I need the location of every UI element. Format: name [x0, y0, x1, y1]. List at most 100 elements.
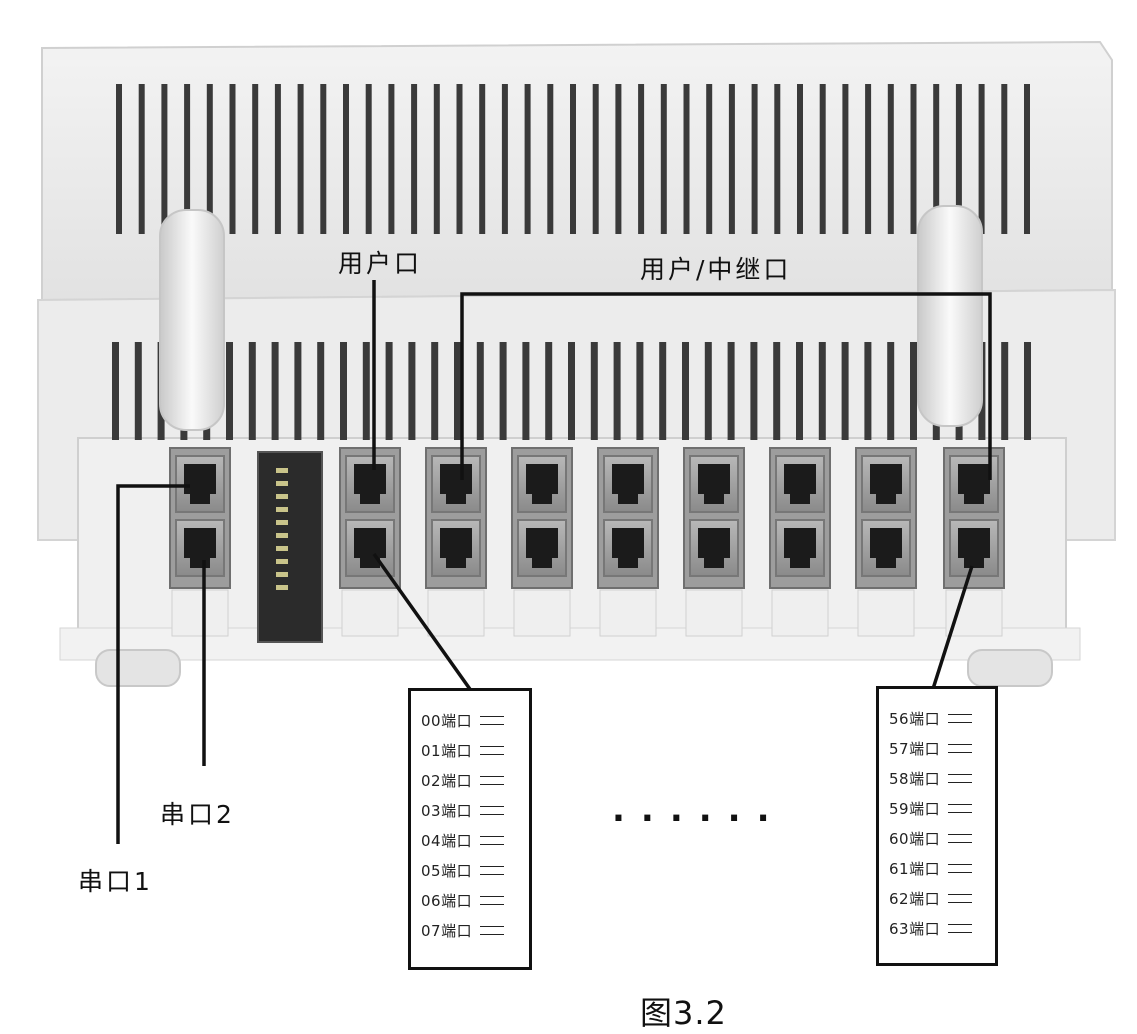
vent-slot — [842, 84, 849, 234]
dip-switch — [276, 546, 288, 551]
connector-symbol — [480, 895, 505, 905]
vent-slot — [317, 342, 325, 440]
port-name: 06端口 — [421, 891, 473, 910]
connector-symbol — [948, 893, 973, 903]
vent-slot — [226, 342, 233, 440]
port-name: 05端口 — [421, 861, 473, 880]
port-list-left-callout — [372, 552, 474, 694]
connector-symbol — [948, 773, 973, 783]
vent-slot — [727, 342, 735, 440]
vent-slot — [1001, 84, 1008, 234]
dip-switch — [276, 507, 288, 512]
vent-slot — [615, 84, 622, 234]
vent-slot — [161, 84, 168, 234]
vent-slot — [297, 84, 304, 234]
vent-slot — [636, 342, 644, 440]
rj45-socket — [612, 528, 644, 568]
port-list-item: 04端口 — [411, 825, 529, 855]
rj45-port-group — [683, 447, 745, 637]
vent-slot — [887, 342, 895, 440]
connector-symbol — [480, 775, 505, 785]
dip-switch — [276, 533, 288, 538]
vent-slot — [206, 84, 213, 234]
dip-switch — [276, 481, 288, 486]
rj45-socket — [526, 464, 558, 504]
rj45-socket — [958, 528, 990, 568]
port-name: 03端口 — [421, 801, 473, 820]
lower-vent-slots — [112, 342, 1031, 440]
ellipsis-dots: ...... — [612, 790, 786, 830]
connector-symbol — [480, 925, 505, 935]
port-name: 58端口 — [889, 769, 941, 788]
vent-slot — [248, 342, 256, 440]
port-list-item: 59端口 — [879, 793, 995, 823]
port-list-right-callout — [930, 565, 974, 693]
vent-slot — [978, 84, 985, 234]
port-list-item: 56端口 — [879, 703, 995, 733]
rj45-port-group — [943, 447, 1005, 637]
vent-slot — [229, 84, 236, 234]
vent-slot — [340, 342, 347, 440]
port-list-item: 63端口 — [879, 913, 995, 943]
vent-slot — [184, 84, 191, 234]
connector-symbol — [948, 803, 973, 813]
rj45-port-group — [425, 447, 487, 637]
port-list-item: 60端口 — [879, 823, 995, 853]
port-list-item: 62端口 — [879, 883, 995, 913]
vent-slot — [134, 342, 142, 440]
port-rib — [857, 589, 915, 637]
connector-symbol — [948, 923, 973, 933]
port-name: 01端口 — [421, 741, 473, 760]
vent-slot — [294, 342, 302, 440]
port-rib — [513, 589, 571, 637]
vent-slot — [728, 84, 735, 234]
vent-slot — [320, 84, 327, 234]
figure-caption: 图3.2 — [640, 994, 727, 1032]
rj45-port-group — [511, 447, 573, 637]
vent-slot — [910, 342, 917, 440]
vent-slot — [388, 84, 395, 234]
port-name: 56端口 — [889, 709, 941, 728]
vent-slot — [841, 342, 849, 440]
vent-slot — [751, 84, 758, 234]
vent-slot — [431, 342, 439, 440]
vent-slot — [750, 342, 758, 440]
rj45-socket — [184, 464, 216, 504]
rj45-port-group — [597, 447, 659, 637]
port-rib — [427, 589, 485, 637]
vent-slot — [524, 84, 531, 234]
vent-slot — [638, 84, 645, 234]
vent-slot — [499, 342, 507, 440]
serial-port-1-label: 串口1 — [78, 867, 153, 896]
vent-slot — [362, 342, 370, 440]
vent-slot — [592, 84, 599, 234]
port-rib — [599, 589, 657, 637]
port-name: 04端口 — [421, 831, 473, 850]
vent-slot — [252, 84, 259, 234]
rj45-socket — [784, 528, 816, 568]
vent-slot — [818, 342, 826, 440]
rj45-socket — [698, 464, 730, 504]
dip-switch-block — [257, 451, 323, 643]
vent-slot — [590, 342, 598, 440]
vent-slot — [116, 84, 122, 234]
vent-slot — [456, 84, 463, 234]
vent-slot — [408, 342, 416, 440]
rj45-socket — [184, 528, 216, 568]
vent-slot — [274, 84, 281, 234]
port-list-item: 00端口 — [411, 705, 529, 735]
vent-slot — [479, 84, 486, 234]
serial-port-2-label: 串口2 — [160, 800, 235, 829]
rj45-socket — [354, 464, 386, 504]
left-mount-tab — [159, 209, 225, 431]
vent-slot — [138, 84, 145, 234]
vent-slot — [1024, 342, 1031, 440]
vent-slot — [501, 84, 508, 234]
connector-symbol — [948, 833, 973, 843]
connector-symbol — [948, 863, 973, 873]
rj45-socket — [440, 464, 472, 504]
vent-slot — [613, 342, 621, 440]
vent-slot — [797, 84, 803, 234]
vent-slot — [112, 342, 119, 440]
